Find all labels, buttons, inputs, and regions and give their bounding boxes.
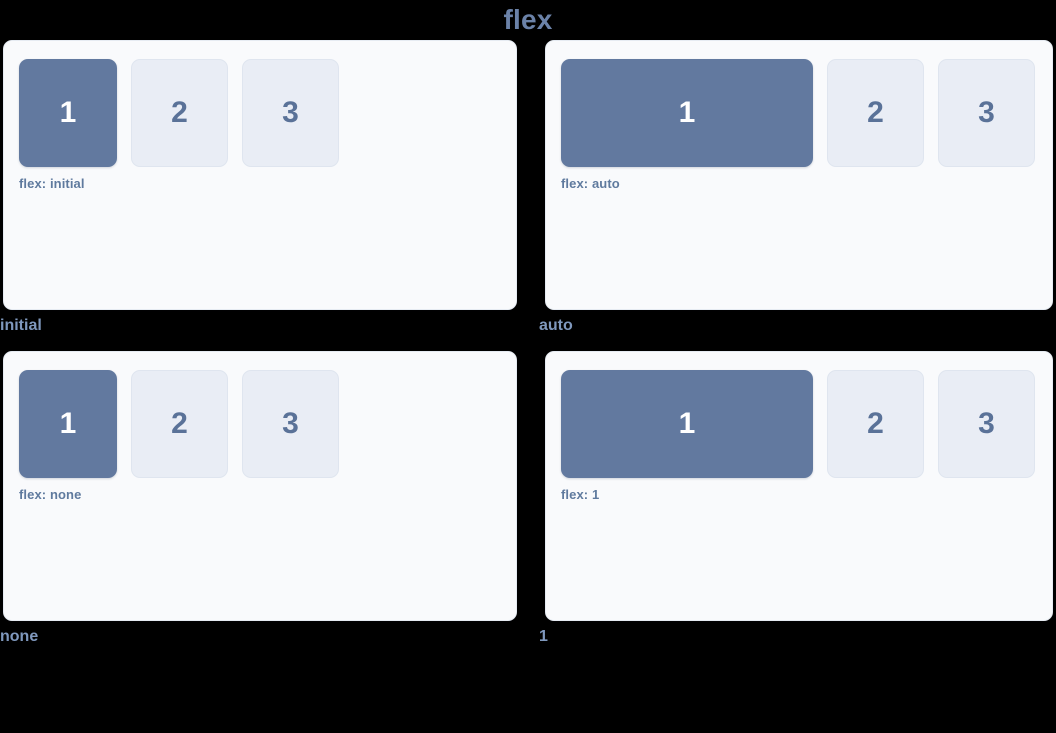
flex-item-1[interactable]: 1 [19,59,117,167]
flex-item-3[interactable]: 3 [938,59,1035,167]
flex-container-none: 1 2 3 flex: none [3,351,517,621]
demo-caption-none: none [0,628,39,645]
demo-cell-initial: 1 2 3 flex: initial initial [0,40,536,351]
demo-cell-auto: 1 2 3 flex: auto auto [536,40,1056,351]
page-title: flex [503,4,553,35]
flex-container-one: 1 2 3 flex: 1 [545,351,1053,621]
flex-box-row: 1 2 3 [19,370,499,478]
demo-caption-one: 1 [539,628,548,645]
flex-property-label: flex: auto [561,176,620,191]
flex-item-2[interactable]: 2 [827,59,924,167]
flex-item-2[interactable]: 2 [131,370,228,478]
flex-property-label: flex: 1 [561,487,600,502]
demo-cell-one: 1 2 3 flex: 1 1 [536,351,1056,662]
flex-item-1[interactable]: 1 [561,370,813,478]
flex-item-2[interactable]: 2 [131,59,228,167]
flex-item-3[interactable]: 3 [242,59,339,167]
flex-box-row: 1 2 3 [561,370,1035,478]
flex-property-label: flex: initial [19,176,85,191]
demo-cell-none: 1 2 3 flex: none none [0,351,536,662]
flex-demo-grid: 1 2 3 flex: initial initial 1 2 3 flex: … [0,40,1056,730]
demo-caption-initial: initial [0,317,42,334]
flex-item-2[interactable]: 2 [827,370,924,478]
flex-container-auto: 1 2 3 flex: auto [545,40,1053,310]
flex-item-1[interactable]: 1 [561,59,813,167]
flex-box-row: 1 2 3 [19,59,499,167]
flex-item-3[interactable]: 3 [242,370,339,478]
flex-item-1[interactable]: 1 [19,370,117,478]
flex-box-row: 1 2 3 [561,59,1035,167]
demo-caption-auto: auto [539,317,573,334]
flex-item-3[interactable]: 3 [938,370,1035,478]
flex-property-label: flex: none [19,487,82,502]
flex-container-initial: 1 2 3 flex: initial [3,40,517,310]
